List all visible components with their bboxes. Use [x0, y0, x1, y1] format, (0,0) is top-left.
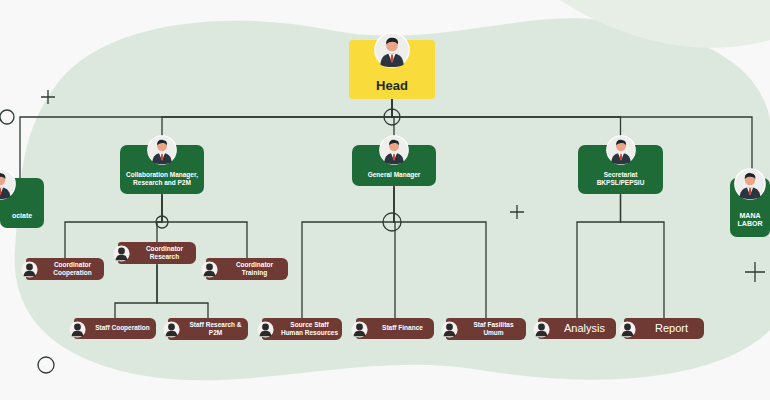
node-label: Staff Finance: [374, 324, 431, 332]
person-avatar: [441, 321, 458, 340]
node-label: Source Staff Human Resources: [280, 321, 339, 337]
person-avatar: [351, 321, 368, 340]
person-avatar: [163, 321, 180, 340]
node-label: MANA LABOR: [732, 212, 768, 229]
staff-box: Report: [624, 318, 704, 339]
staff-box: Analysis: [538, 318, 616, 339]
person-avatar: [201, 261, 218, 280]
node-label: Head: [353, 78, 431, 93]
node-label: Coordinator Cooperation: [44, 261, 101, 277]
plus-mark: [41, 90, 55, 104]
background-blob: [560, 0, 770, 48]
org-connector: [392, 99, 752, 178]
person-avatar: [606, 135, 636, 167]
node-label: General Manager: [356, 171, 432, 179]
staff-box: Staff Finance: [356, 318, 434, 339]
org-connector: [302, 186, 394, 318]
org-connector: [157, 194, 162, 242]
person-avatar: [533, 321, 550, 342]
plus-mark: [510, 205, 524, 219]
manager-box: General Manager: [352, 145, 436, 186]
staff-box: Staff Cooperation: [74, 318, 156, 339]
org-connector: [577, 194, 621, 318]
org-connector: [621, 194, 665, 318]
org-connector: [392, 99, 621, 145]
person-avatar: [379, 135, 409, 167]
org-connector: [162, 99, 392, 145]
node-label: Secretariat BKPSL/PEPSIU: [582, 171, 659, 187]
org-connector: [157, 264, 208, 318]
node-label: ociate: [2, 212, 42, 220]
person-avatar: [113, 245, 130, 264]
manager-box: Secretariat BKPSL/PEPSIU: [578, 145, 663, 194]
org-connector: [394, 186, 486, 318]
staff-box: Source Staff Human Resources: [262, 318, 342, 340]
person-avatar: [619, 321, 636, 342]
staff-box: Coordinator Cooperation: [26, 258, 104, 280]
person-avatar: [734, 168, 766, 202]
head-box: Head: [349, 40, 435, 99]
person-avatar: [147, 135, 177, 167]
person-avatar: [69, 321, 86, 340]
node-label: Coordinator Research: [136, 245, 193, 261]
person-avatar: [374, 32, 410, 71]
node-label: Analysis: [556, 322, 613, 336]
staff-box: Coordinator Training: [206, 258, 288, 280]
node-label: Coordinator Training: [224, 261, 285, 277]
manager-box: ociate: [0, 178, 44, 228]
node-label: Report: [642, 322, 701, 336]
plus-mark: [745, 262, 765, 282]
manager-box: Collaboration Manager, Research and P2M: [120, 145, 204, 194]
junction-ring: [38, 357, 54, 373]
person-avatar: [21, 261, 38, 280]
staff-box: Coordinator Research: [118, 242, 196, 264]
junction-ring: [0, 110, 14, 124]
staff-box: Staf Fasilitas Umum: [446, 318, 526, 340]
staff-box: Staff Research & P2M: [168, 318, 248, 340]
node-label: Staff Research & P2M: [186, 321, 245, 337]
node-label: Collaboration Manager, Research and P2M: [124, 171, 200, 187]
node-label: Staf Fasilitas Umum: [464, 321, 523, 337]
background-blob: [15, 18, 770, 380]
person-avatar: [0, 168, 16, 202]
node-label: Staff Cooperation: [92, 324, 153, 332]
org-connector: [115, 264, 157, 318]
org-connector: [20, 99, 392, 178]
person-avatar: [257, 321, 274, 340]
manager-box: MANA LABOR: [730, 178, 770, 237]
